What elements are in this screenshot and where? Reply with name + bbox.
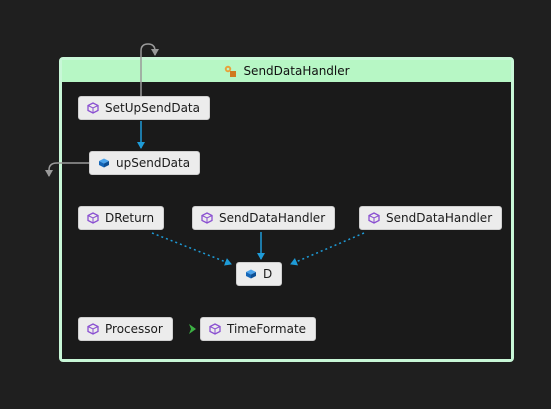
node-setupsenddata[interactable]: SetUpSendData — [78, 96, 210, 120]
field-blue-icon — [99, 158, 109, 168]
node-senddatahandler-right[interactable]: SendDataHandler — [359, 206, 503, 230]
node-d[interactable]: D — [236, 262, 283, 286]
class-gear-icon — [225, 65, 237, 77]
node-label: D — [263, 267, 273, 281]
node-timeformate[interactable]: TimeFormate — [200, 317, 317, 341]
node-label: SetUpSendData — [105, 101, 200, 115]
node-label: SendDataHandler — [219, 211, 326, 225]
field-blue-icon — [246, 269, 256, 279]
method-cube-icon — [368, 212, 380, 224]
node-processor[interactable]: Processor — [78, 317, 173, 341]
method-cube-icon — [209, 323, 221, 335]
method-cube-icon — [87, 212, 99, 224]
node-label: upSendData — [116, 156, 191, 170]
node-upsenddata[interactable]: upSendData — [89, 151, 201, 175]
node-label: Processor — [105, 322, 163, 336]
node-label: TimeFormate — [227, 322, 307, 336]
node-label: SendDataHandler — [386, 211, 493, 225]
edge-processor-to-timeformate — [189, 324, 196, 334]
method-cube-icon — [87, 102, 99, 114]
method-cube-icon — [87, 323, 99, 335]
node-label: DReturn — [105, 211, 155, 225]
class-header[interactable]: SendDataHandler — [62, 60, 511, 82]
node-dreturn[interactable]: DReturn — [78, 206, 165, 230]
class-title: SendDataHandler — [243, 64, 350, 78]
node-senddatahandler-middle[interactable]: SendDataHandler — [192, 206, 336, 230]
method-cube-icon — [201, 212, 213, 224]
